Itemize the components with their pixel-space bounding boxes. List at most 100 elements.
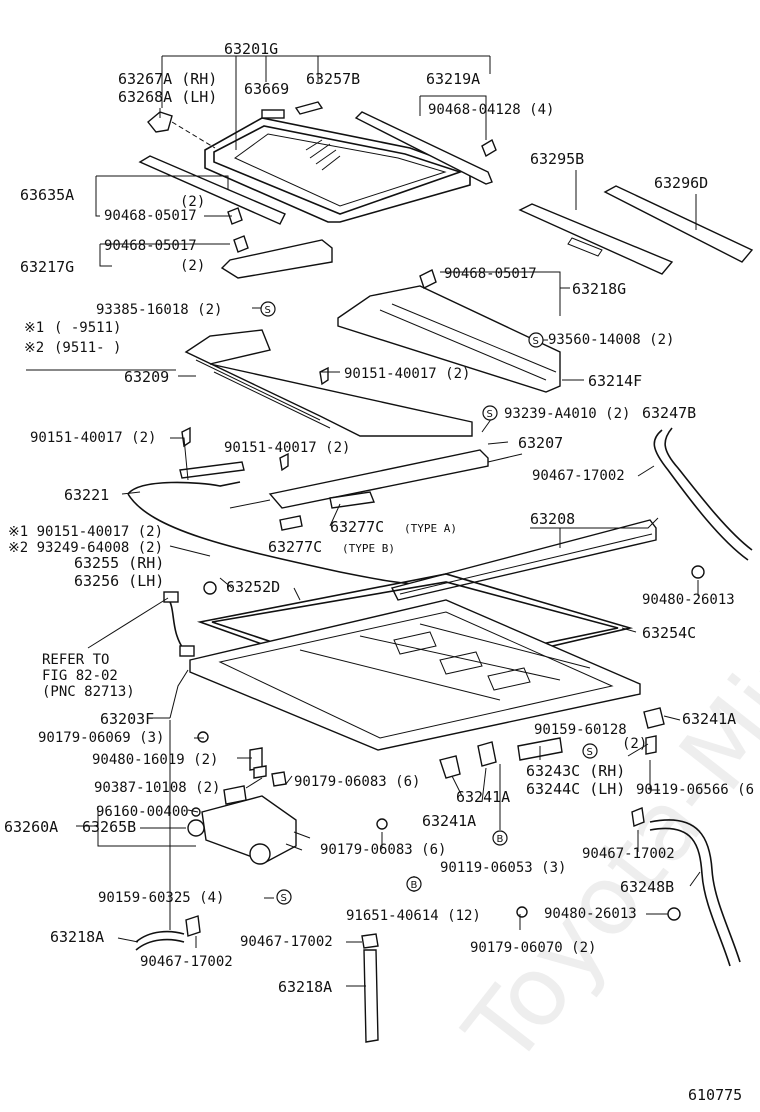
label-63257b: 63257B — [306, 70, 360, 88]
label-93385-16018: 93385-16018 (2) — [96, 302, 222, 318]
label-93560-14008: 93560-14008 (2) — [548, 332, 674, 348]
label-93239-a4010: 93239-A4010 (2) — [504, 406, 630, 422]
weatherstrip-63219a-part — [354, 111, 493, 185]
clip-63255-part — [203, 581, 217, 595]
svg-text:S: S — [265, 305, 271, 316]
s-symbol — [276, 889, 292, 905]
label-63268a: 63268A (LH) — [118, 88, 217, 106]
refer-line-1: REFER TO — [42, 652, 109, 668]
refer-line-3: (PNC 82713) — [42, 684, 135, 700]
label-63247b: 63247B — [642, 404, 696, 422]
clip-90468-04128-part — [481, 138, 497, 158]
label-90119-06566: 90119-06566 (6 — [636, 782, 754, 798]
s-symbol — [260, 301, 276, 317]
label-90159-60128: 90159-60128 — [534, 722, 627, 738]
nut-90179-06069-part — [197, 731, 209, 743]
legend-text-2: (9511- ) — [54, 340, 121, 356]
label-63255: 63255 (RH) — [74, 554, 164, 572]
label-90480-26013a: 90480-26013 — [642, 592, 735, 608]
cable-63221-part — [179, 461, 245, 479]
label-90119-06053: 90119-06053 (3) — [440, 860, 566, 876]
clip-90468-05017c-part — [419, 269, 437, 289]
label-63277c-b: 63277C — [268, 538, 322, 556]
label-63203f: 63203F — [100, 710, 154, 728]
label-90387-10108: 90387-10108 (2) — [94, 780, 220, 796]
label-63218a-b: 63218A — [278, 978, 332, 996]
bracket-63241a-b-part — [439, 755, 461, 779]
label-63207: 63207 — [518, 434, 563, 452]
nut-90179-06083a-part — [271, 771, 287, 787]
bracket-63635a-part — [138, 155, 286, 225]
label-63209: 63209 — [124, 368, 169, 386]
clip-90480-26013a-part — [691, 565, 705, 579]
label-90151-40017a: 90151-40017 (2) — [344, 366, 470, 382]
type-63277c-a: (TYPE A) — [404, 522, 457, 535]
label-96160-00400: 96160-00400 — [96, 804, 189, 820]
clip-90480-26013b-part — [667, 907, 681, 921]
label-90468-05017b: 90468-05017 — [104, 238, 197, 254]
label-63244c: 63244C (LH) — [526, 780, 625, 798]
clip-90468-05017b-part — [233, 235, 249, 253]
label-90467-17002c: 90467-17002 — [140, 954, 233, 970]
label-90151-40017b: 90151-40017 (2) — [30, 430, 156, 446]
hose-63218a-a-part — [135, 930, 185, 943]
label-63217g: 63217G — [20, 258, 74, 276]
sunroof-glass-part — [204, 117, 471, 223]
svg-text:S: S — [487, 409, 493, 420]
svg-text:S: S — [281, 893, 287, 904]
clip-90467-17002d-part — [361, 933, 379, 949]
label-63267a: 63267A (RH) — [118, 70, 217, 88]
qty-63635a: (2) — [180, 194, 205, 210]
legend-text-1: ( -9511) — [54, 320, 121, 336]
label-90179-06070: 90179-06070 (2) — [470, 940, 596, 956]
svg-text:S: S — [587, 747, 593, 758]
label-90468-05017c: 90468-05017 — [444, 266, 537, 282]
drive-rail-63207-part — [268, 449, 489, 509]
nut-90179-06070-part — [516, 906, 528, 918]
label-90468-05017a: 90468-05017 — [104, 208, 197, 224]
bracket-63241a-c-part — [477, 741, 497, 767]
label-90480-16019: 90480-16019 (2) — [92, 752, 218, 768]
label-90467-17002a: 90467-17002 — [532, 468, 625, 484]
label-63248b: 63248B — [620, 878, 674, 896]
label-63241a-c: 63241A — [422, 812, 476, 830]
shade-63296d-part — [603, 185, 754, 263]
label-63295b: 63295B — [530, 150, 584, 168]
s-symbol — [482, 405, 498, 421]
bracket-63241a-a-part — [643, 707, 665, 729]
shade-63295b-part — [518, 203, 674, 275]
label-63635a: 63635A — [20, 186, 74, 204]
nut-90179-06083b-part — [376, 818, 388, 830]
pad-63257b-part — [294, 101, 324, 115]
bolt-90387-10108-part — [253, 765, 267, 779]
label-90179-06083a: 90179-06083 (6) — [294, 774, 420, 790]
label-63219a: 63219A — [426, 70, 480, 88]
label-90467-17002d: 90467-17002 — [240, 934, 333, 950]
part-labels: 63201G 63267A (RH) 63268A (LH) 63669 632… — [4, 40, 754, 1104]
label-63241a-a: 63241A — [682, 710, 736, 728]
housing-63203f-part — [189, 599, 641, 751]
label-90159-60325: 90159-60325 (4) — [98, 890, 224, 906]
leader-lines — [26, 55, 701, 987]
frame-63209-part — [184, 329, 473, 437]
clip-90467-17002b-part — [631, 807, 645, 827]
label-63241a-b: 63241A — [456, 788, 510, 806]
svg-text:B: B — [497, 834, 504, 845]
label-63208: 63208 — [530, 510, 575, 528]
label-63214f: 63214F — [588, 372, 642, 390]
hose-63218a-b-part — [363, 949, 379, 1043]
legend-mark-1: ※1 — [24, 320, 44, 336]
bracket-63277c-b-part — [279, 515, 303, 531]
label-91651-40614: 91651-40614 (12) — [346, 908, 481, 924]
clip-63267a-part — [147, 111, 173, 133]
label-n1-90151: ※1 90151-40017 (2) — [8, 524, 163, 540]
label-90467-17002b: 90467-17002 — [582, 846, 675, 862]
screw-90151-40017a-part — [319, 366, 329, 386]
label-63265b: 63265B — [82, 818, 136, 836]
label-90179-06069: 90179-06069 (3) — [38, 730, 164, 746]
clip-90467-17002c-part — [185, 915, 201, 937]
clip-90468-05017a-part — [227, 207, 243, 225]
label-90179-06083b: 90179-06083 (6) — [320, 842, 446, 858]
